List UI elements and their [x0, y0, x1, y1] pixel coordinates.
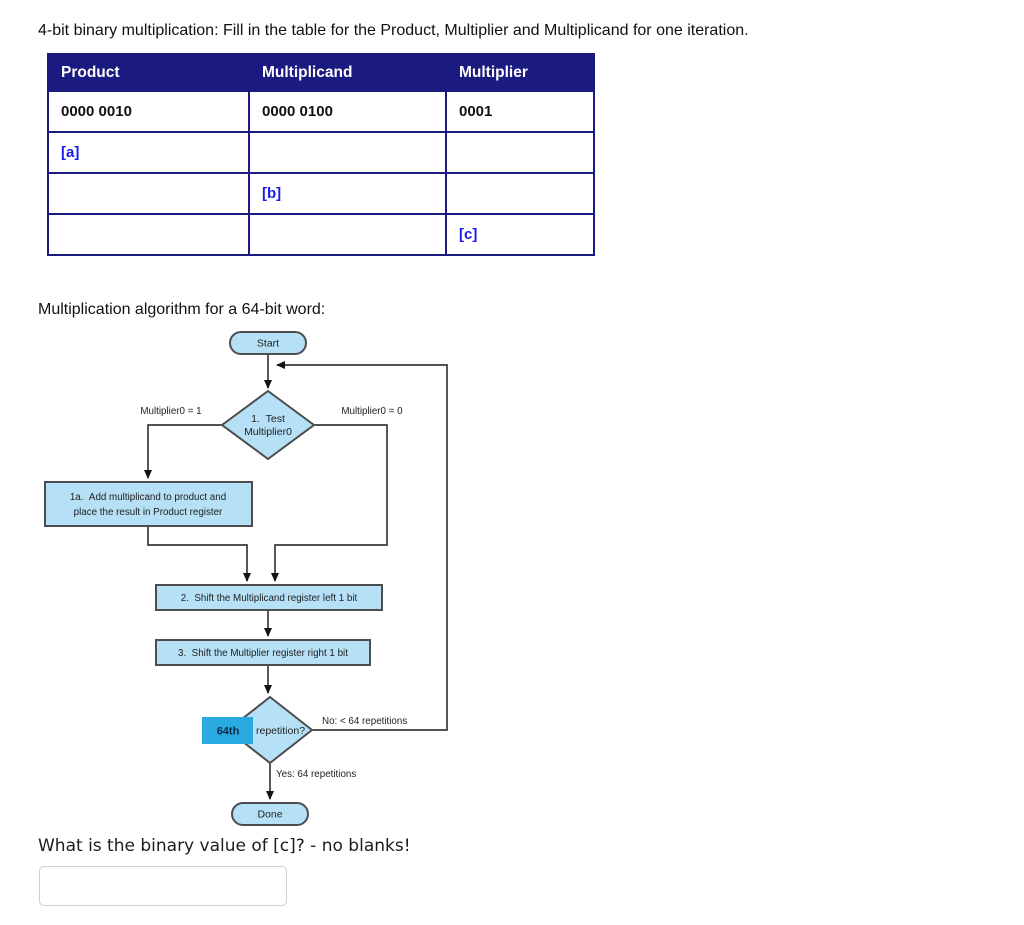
box3-label: 3. Shift the Multiplier register right 1…: [178, 648, 348, 659]
cell-blank-b: [b]: [248, 172, 447, 215]
answer-input[interactable]: [39, 866, 287, 906]
64th-highlight-box: [202, 717, 253, 744]
connector-no-loop: [276, 361, 448, 731]
cell-empty: [445, 172, 595, 215]
decision1-label-line1: 1. Test: [251, 413, 285, 425]
cell-multiplicand-values: 0000 0100: [248, 90, 447, 133]
done-label: Done: [257, 809, 282, 821]
box2-label: 2. Shift the Multiplicand register left …: [181, 593, 358, 604]
table-header-row: Product Multiplicand Multiplier: [47, 53, 595, 92]
yes-branch-label: Yes: 64 repetitions: [276, 769, 356, 780]
cell-empty: [248, 131, 447, 174]
done-node: [231, 802, 309, 826]
box1a-label-line1: 1a. Add multiplicand to product and: [70, 492, 226, 503]
box-2-shift-multiplicand: [155, 584, 383, 611]
flowchart-heading: Multiplication algorithm for a 64-bit wo…: [38, 301, 326, 318]
connector-box1a-to-box2: [147, 526, 251, 582]
column-header-multiplicand: Multiplicand: [248, 53, 447, 92]
start-node: [229, 331, 307, 355]
cell-empty: [248, 213, 447, 256]
start-label: Start: [257, 338, 279, 350]
decision2-label: repetition?: [256, 725, 305, 737]
test-multiplier0-decision: [220, 389, 316, 461]
cell-empty: [47, 213, 250, 256]
column-header-product: Product: [47, 53, 250, 92]
table-row: [a]: [47, 131, 595, 174]
multiplication-table: Product Multiplicand Multiplier 0000 001…: [47, 53, 595, 256]
table-row: 0000 0010 0000 0100 0001: [47, 90, 595, 133]
cell-blank-a: [a]: [47, 131, 250, 174]
column-header-multiplier: Multiplier: [445, 53, 595, 92]
cell-empty: [47, 172, 250, 215]
connector-branch-right: [271, 424, 388, 582]
connector-branch-left: [144, 424, 222, 479]
page-title: 4-bit binary multiplication: Fill in the…: [38, 22, 749, 39]
cell-blank-c: [c]: [445, 213, 595, 256]
decision1-label-line2: Multiplier0: [244, 426, 292, 438]
branch-left-label: Multiplier0 = 1: [140, 406, 201, 417]
table-row: [b]: [47, 172, 595, 215]
cell-multiplier-values: 0001: [445, 90, 595, 133]
box-1a-add-multiplicand: [44, 481, 253, 527]
branch-right-label: Multiplier0 = 0: [341, 406, 403, 417]
flowchart-diagram: Start 1. Test Multiplier0 Multiplier0 = …: [44, 331, 448, 826]
question-prompt: What is the binary value of [c]? - no bl…: [38, 836, 411, 856]
cell-empty: [445, 131, 595, 174]
64th-label: 64th: [217, 726, 240, 738]
box1a-label-line2: place the result in Product register: [74, 507, 223, 518]
box-3-shift-multiplier: [155, 639, 371, 666]
cell-product-values: 0000 0010: [47, 90, 250, 133]
no-branch-label: No: < 64 repetitions: [322, 716, 407, 727]
table-row: [c]: [47, 213, 595, 256]
